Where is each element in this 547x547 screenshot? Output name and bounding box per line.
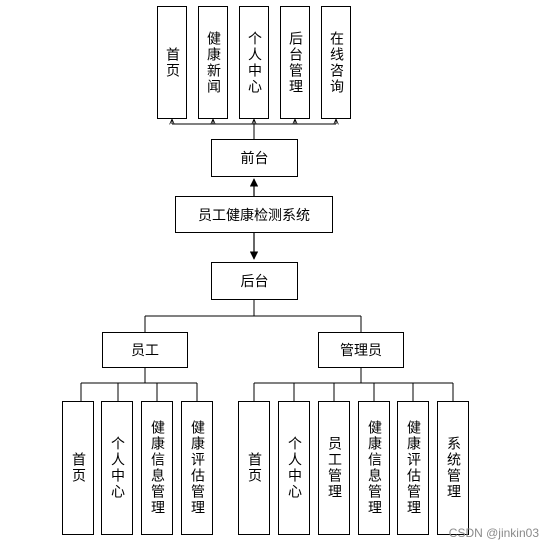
frontend-item-home: 首页 bbox=[157, 6, 187, 119]
admin-node: 管理员 bbox=[318, 332, 404, 368]
system-node: 员工健康检测系统 bbox=[175, 196, 333, 233]
frontend-item-personal-center: 个人中心 bbox=[239, 6, 269, 119]
watermark: CSDN @jinkin03 bbox=[448, 526, 539, 540]
admin-item-home: 首页 bbox=[238, 401, 270, 535]
employee-item-health-assessment-management: 健康评估管理 bbox=[181, 401, 213, 535]
admin-item-employee-management: 员工管理 bbox=[318, 401, 350, 535]
employee-item-personal-center: 个人中心 bbox=[101, 401, 133, 535]
admin-item-personal-center: 个人中心 bbox=[278, 401, 310, 535]
employee-item-home: 首页 bbox=[62, 401, 94, 535]
admin-item-system-management: 系统管理 bbox=[437, 401, 469, 535]
frontend-item-health-news: 健康新闻 bbox=[198, 6, 228, 119]
frontend-item-online-consult: 在线咨询 bbox=[321, 6, 351, 119]
frontend-item-admin-console: 后台管理 bbox=[280, 6, 310, 119]
admin-item-health-assessment-management: 健康评估管理 bbox=[397, 401, 429, 535]
admin-item-health-info-management: 健康信息管理 bbox=[358, 401, 390, 535]
frontend-connectors bbox=[172, 119, 336, 139]
employee-item-health-info-management: 健康信息管理 bbox=[141, 401, 173, 535]
backend-connectors bbox=[80, 300, 454, 401]
employee-node: 员工 bbox=[102, 332, 188, 368]
frontend-node: 前台 bbox=[211, 139, 298, 177]
backend-node: 后台 bbox=[211, 262, 298, 300]
